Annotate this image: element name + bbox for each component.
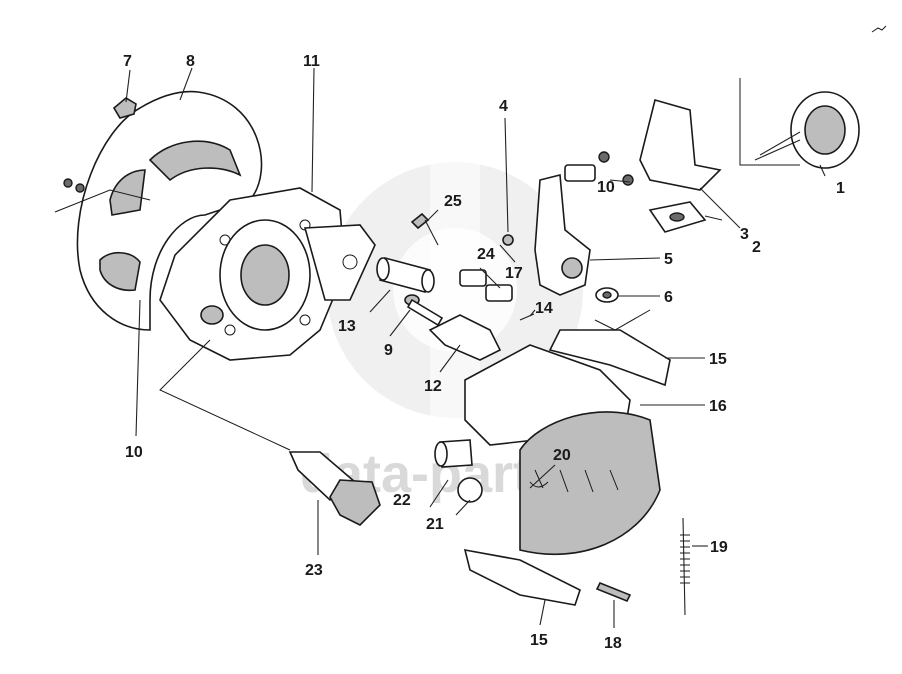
- part-pin: [404, 294, 444, 327]
- callout-19: 19: [710, 539, 728, 556]
- callout-10-left: 10: [125, 444, 143, 461]
- leader-lines: [125, 67, 826, 628]
- callout-13: 13: [338, 318, 356, 335]
- callout-15-upper: 15: [709, 351, 727, 368]
- part-linkage: [459, 269, 513, 302]
- part-brake-shoe: [457, 344, 661, 556]
- part-clip: [112, 97, 137, 119]
- callout-16: 16: [709, 398, 727, 415]
- part-return-spring: [680, 517, 690, 616]
- part-cotter-pin: [519, 313, 535, 321]
- callout-1: 1: [836, 180, 845, 197]
- callout-17: 17: [505, 265, 523, 282]
- callout-8: 8: [186, 53, 195, 70]
- callout-6: 6: [664, 289, 673, 306]
- callout-9: 9: [384, 342, 393, 359]
- part-bolts-left: [63, 178, 85, 193]
- callout-18: 18: [604, 635, 622, 652]
- part-lining-lower: [463, 548, 581, 606]
- part-washer: [595, 287, 619, 303]
- part-backing-plate: [159, 187, 376, 361]
- callout-15-lower: 15: [530, 632, 548, 649]
- part-brake-chamber: [754, 91, 860, 169]
- part-bushing: [376, 257, 435, 293]
- callout-20: 20: [553, 447, 571, 464]
- callout-24: 24: [477, 246, 495, 263]
- callout-22: 22: [393, 492, 411, 509]
- callout-23: 23: [305, 562, 323, 579]
- part-mounting-bracket: [639, 99, 722, 191]
- callout-5: 5: [664, 251, 673, 268]
- callout-12: 12: [424, 378, 442, 395]
- callout-7: 7: [123, 53, 132, 70]
- part-dust-shield: [76, 90, 263, 331]
- callout-25: 25: [444, 193, 462, 210]
- callout-2: 2: [752, 239, 761, 256]
- callout-labels: 1 2 3 4 5 6 7 8 9 10 10 11 12 13 14 15 1…: [123, 53, 845, 652]
- part-roller-pin: [434, 439, 473, 468]
- corner-mark: [871, 25, 887, 33]
- part-lower-pin: [595, 581, 632, 603]
- callout-4: 4: [499, 98, 508, 115]
- part-gasket: [648, 201, 707, 233]
- part-nut: [502, 234, 514, 246]
- callout-11: 11: [303, 53, 320, 70]
- part-camshaft: [288, 451, 381, 526]
- explode-lines: [54, 78, 800, 451]
- part-bracket: [428, 314, 502, 361]
- callout-21: 21: [426, 516, 444, 533]
- part-clevis: [564, 151, 634, 186]
- watermark: data-parts: [300, 160, 583, 504]
- callout-14: 14: [535, 300, 553, 317]
- callout-3: 3: [740, 226, 749, 243]
- callout-10-right: 10: [597, 179, 615, 196]
- part-spring-clip: [529, 481, 549, 488]
- part-lining-upper: [548, 329, 671, 387]
- part-slack-adjuster: [534, 173, 591, 296]
